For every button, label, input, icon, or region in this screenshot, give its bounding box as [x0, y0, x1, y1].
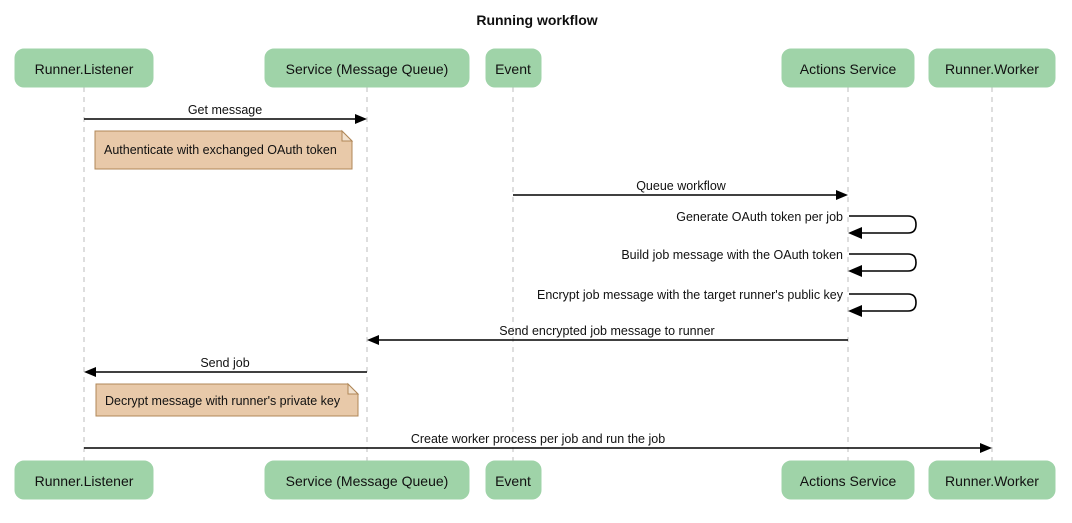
participant-runner-worker-top[interactable]: Runner.Worker — [928, 48, 1056, 88]
message-encrypt-job-message-with-public-key[interactable]: Encrypt job message with the target runn… — [537, 288, 917, 317]
participant-label: Runner.Worker — [945, 473, 1039, 489]
message-generate-oauth-token-per-job[interactable]: Generate OAuth token per job — [676, 210, 917, 239]
participant-box[interactable] — [928, 460, 1056, 500]
participant-label: Service (Message Queue) — [286, 473, 449, 489]
participant-label: Runner.Worker — [945, 61, 1039, 77]
note-shape — [95, 383, 359, 417]
participant-label: Runner.Listener — [35, 61, 134, 77]
arrowhead-right-icon — [355, 114, 367, 124]
participant-service-message-queue-bottom[interactable]: Service (Message Queue) — [264, 460, 470, 500]
participant-label: Actions Service — [800, 473, 897, 489]
message-get-message[interactable]: Get message — [84, 103, 367, 124]
lifelines-group — [83, 87, 993, 461]
message-queue-workflow[interactable]: Queue workflow — [513, 179, 848, 200]
note-label: Authenticate with exchanged OAuth token — [104, 143, 337, 157]
participant-box[interactable] — [264, 460, 470, 500]
participant-label: Actions Service — [800, 61, 897, 77]
participant-box[interactable] — [485, 460, 542, 500]
message-label: Send job — [200, 356, 249, 370]
participant-box[interactable] — [928, 48, 1056, 88]
message-send-encrypted-job-message-to-runner[interactable]: Send encrypted job message to runner — [367, 324, 848, 345]
diagram-title: Running workflow — [476, 12, 597, 28]
message-label: Build job message with the OAuth token — [621, 248, 843, 262]
self-loop-path — [849, 293, 917, 312]
note-fold-corner-icon — [341, 129, 354, 142]
message-build-job-message-with-oauth-token[interactable]: Build job message with the OAuth token — [621, 248, 917, 277]
message-label: Get message — [188, 103, 262, 117]
message-label: Create worker process per job and run th… — [411, 432, 665, 446]
participant-event-top[interactable]: Event — [485, 48, 542, 88]
arrowhead-left-icon — [848, 227, 862, 239]
message-label: Encrypt job message with the target runn… — [537, 288, 844, 302]
participant-actions-service-bottom[interactable]: Actions Service — [781, 460, 915, 500]
arrowhead-right-icon — [980, 443, 992, 453]
participant-box[interactable] — [14, 48, 154, 88]
participant-runner-worker-bottom[interactable]: Runner.Worker — [928, 460, 1056, 500]
arrowhead-left-icon — [84, 367, 96, 377]
participant-box[interactable] — [14, 460, 154, 500]
participant-actions-service-top[interactable]: Actions Service — [781, 48, 915, 88]
self-loop-path — [849, 215, 917, 234]
message-create-worker-process-per-job[interactable]: Create worker process per job and run th… — [84, 432, 992, 453]
participant-box[interactable] — [485, 48, 542, 88]
participant-runner-listener-bottom[interactable]: Runner.Listener — [14, 460, 154, 500]
participant-service-message-queue-top[interactable]: Service (Message Queue) — [264, 48, 470, 88]
participants-header-group: Runner.Listener Service (Message Queue) … — [14, 48, 1056, 88]
note-label: Decrypt message with runner's private ke… — [105, 394, 341, 408]
participant-runner-listener-top[interactable]: Runner.Listener — [14, 48, 154, 88]
message-label: Queue workflow — [636, 179, 727, 193]
arrowhead-left-icon — [848, 265, 862, 277]
participant-label: Runner.Listener — [35, 473, 134, 489]
participants-footer-group: Runner.Listener Service (Message Queue) … — [14, 460, 1056, 500]
message-label: Send encrypted job message to runner — [499, 324, 714, 338]
note-decrypt-note: Decrypt message with runner's private ke… — [95, 382, 360, 417]
participant-box[interactable] — [264, 48, 470, 88]
participant-box[interactable] — [781, 460, 915, 500]
note-shape — [94, 130, 353, 170]
self-loop-path — [849, 253, 917, 272]
note-fold-corner-icon — [347, 382, 360, 395]
participant-event-bottom[interactable]: Event — [485, 460, 542, 500]
participant-label: Event — [495, 473, 531, 489]
arrowhead-right-icon — [836, 190, 848, 200]
message-label: Generate OAuth token per job — [676, 210, 843, 224]
message-send-job[interactable]: Send job — [84, 356, 367, 377]
participant-label: Event — [495, 61, 531, 77]
note-authenticate-note: Authenticate with exchanged OAuth token — [94, 129, 354, 170]
arrowhead-left-icon — [367, 335, 379, 345]
participant-box[interactable] — [781, 48, 915, 88]
arrowhead-left-icon — [848, 305, 862, 317]
participant-label: Service (Message Queue) — [286, 61, 449, 77]
